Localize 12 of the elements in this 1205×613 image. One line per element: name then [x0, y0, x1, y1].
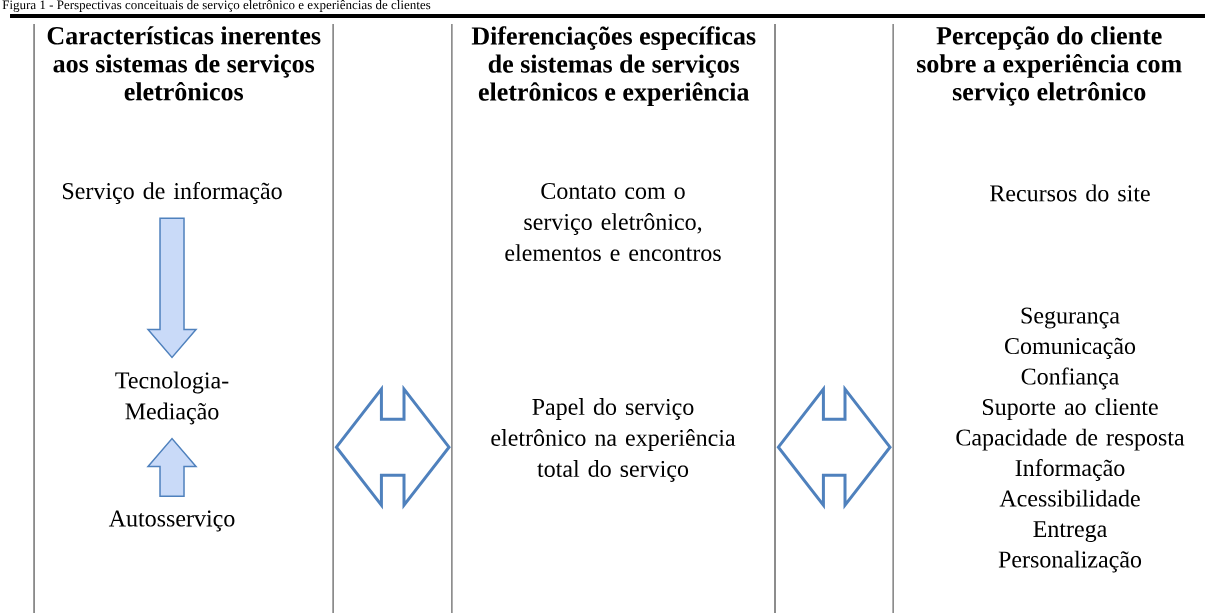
block-arrow	[146, 437, 198, 498]
figure-title: Figura 1 - Perspectivas conceituais de serviço eletrônico e experiências de clientes	[2, 0, 431, 12]
block-arrow	[146, 217, 198, 359]
feature-list: Segurança Comunicação Confiança Suporte ao cliente Capacidade de resposta Informação Acessibilidade Entrega Personalização	[956, 307, 1185, 573]
double-block-arrow	[334, 384, 451, 510]
text-label: Tecnologia- Mediação	[115, 371, 229, 425]
text-label: Contato com o serviço eletrônico, elementos e encontros	[505, 182, 721, 262]
double-block-arrow	[776, 384, 892, 510]
text-label: Serviço de informação	[63, 182, 282, 204]
text-label: Autosserviço	[108, 510, 235, 532]
text-label: Recursos do site	[990, 184, 1150, 202]
text-label: Papel do serviço eletrônico na experiência total do serviço	[491, 398, 736, 482]
